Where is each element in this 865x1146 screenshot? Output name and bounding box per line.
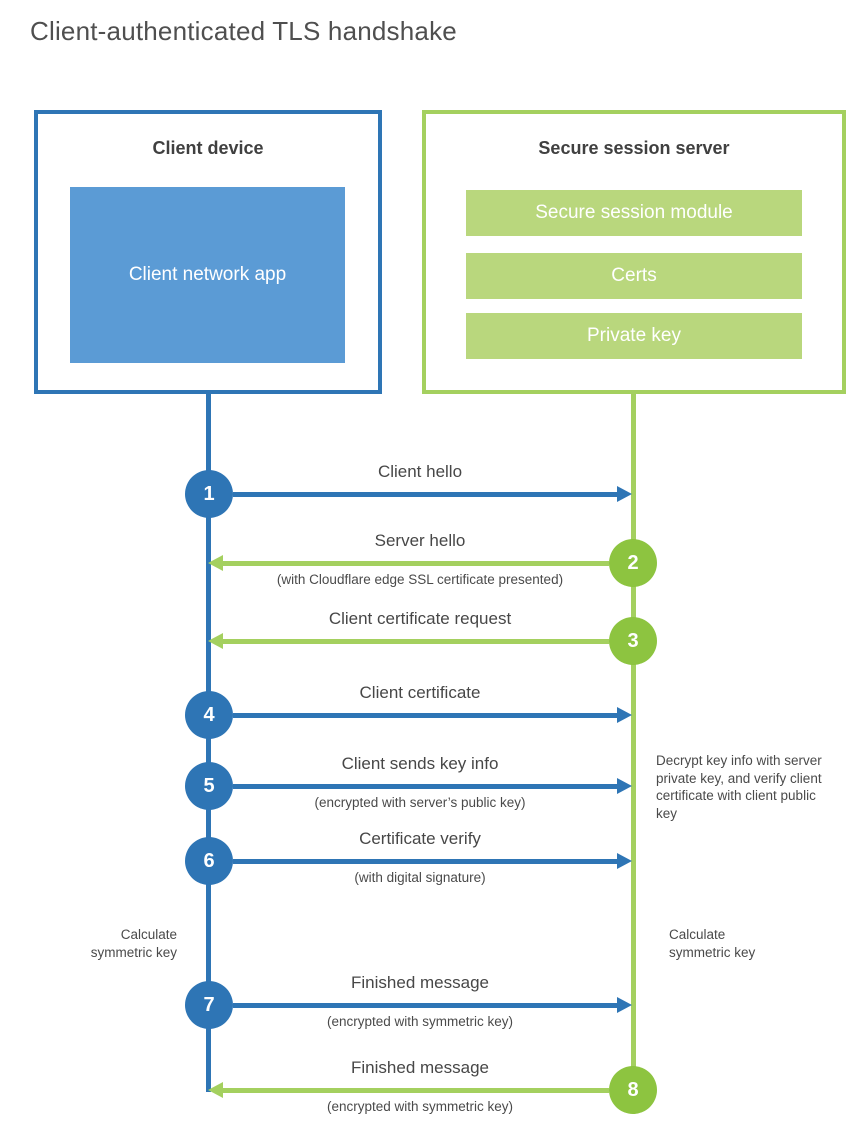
message-2-arrow-left (208, 555, 609, 571)
client-network-app-label: Client network app (128, 264, 287, 285)
message-8-label: Finished message (351, 1058, 489, 1077)
certs-bar: Certs (466, 253, 802, 299)
step-6-circle: 6 (185, 837, 233, 885)
step-2-circle: 2 (609, 539, 657, 587)
client-lifeline (206, 392, 211, 1092)
message-5-arrow-right (233, 778, 632, 794)
message-6-arrow-right (233, 853, 632, 869)
page-title: Client-authenticated TLS handshake (30, 16, 457, 46)
step-4-circle: 4 (185, 691, 233, 739)
client-device-title: Client device (152, 138, 264, 158)
message-4-arrow-right (233, 707, 632, 723)
message-6-label: Certificate verify (359, 829, 481, 848)
message-5-label: Client sends key info (341, 754, 499, 773)
message-8-arrow-left (208, 1082, 609, 1098)
step-7-circle: 7 (185, 981, 233, 1029)
server-lifeline (631, 392, 636, 1090)
client-network-app-box: Client network app (70, 187, 345, 363)
client-calculate-symmetric-key-note: Calculate symmetric key (90, 927, 177, 960)
message-7-note: (encrypted with symmetric key) (326, 1014, 514, 1029)
message-6-note: (with digital signature) (354, 870, 486, 885)
message-8-note: (encrypted with symmetric key) (326, 1099, 514, 1114)
message-1-arrow-right (233, 486, 632, 502)
message-7-label: Finished message (351, 973, 489, 992)
step-5-circle: 5 (185, 762, 233, 810)
message-3-label: Client certificate request (328, 609, 512, 628)
secure-session-module-bar: Secure session module (466, 190, 802, 236)
message-5-note: (encrypted with server’s public key) (314, 795, 526, 810)
server-calculate-symmetric-key-note: Calculate symmetric key (669, 927, 756, 960)
message-4-label: Client certificate (359, 683, 481, 702)
step-1-circle: 1 (185, 470, 233, 518)
private-key-bar: Private key (466, 313, 802, 359)
step-3-circle: 3 (609, 617, 657, 665)
message-2-label: Server hello (374, 531, 466, 550)
secure-session-server-box: Secure session server Secure session mod… (422, 110, 846, 394)
client-device-box: Client device Client network app (34, 110, 382, 394)
message-1-label: Client hello (377, 462, 463, 481)
step-8-circle: 8 (609, 1066, 657, 1114)
message-3-arrow-left (208, 633, 609, 649)
message-7-arrow-right (233, 997, 632, 1013)
server-decrypt-note: Decrypt key info with server private key… (656, 753, 822, 821)
secure-session-server-title: Secure session server (538, 138, 730, 158)
message-2-note: (with Cloudflare edge SSL certificate pr… (276, 572, 564, 587)
